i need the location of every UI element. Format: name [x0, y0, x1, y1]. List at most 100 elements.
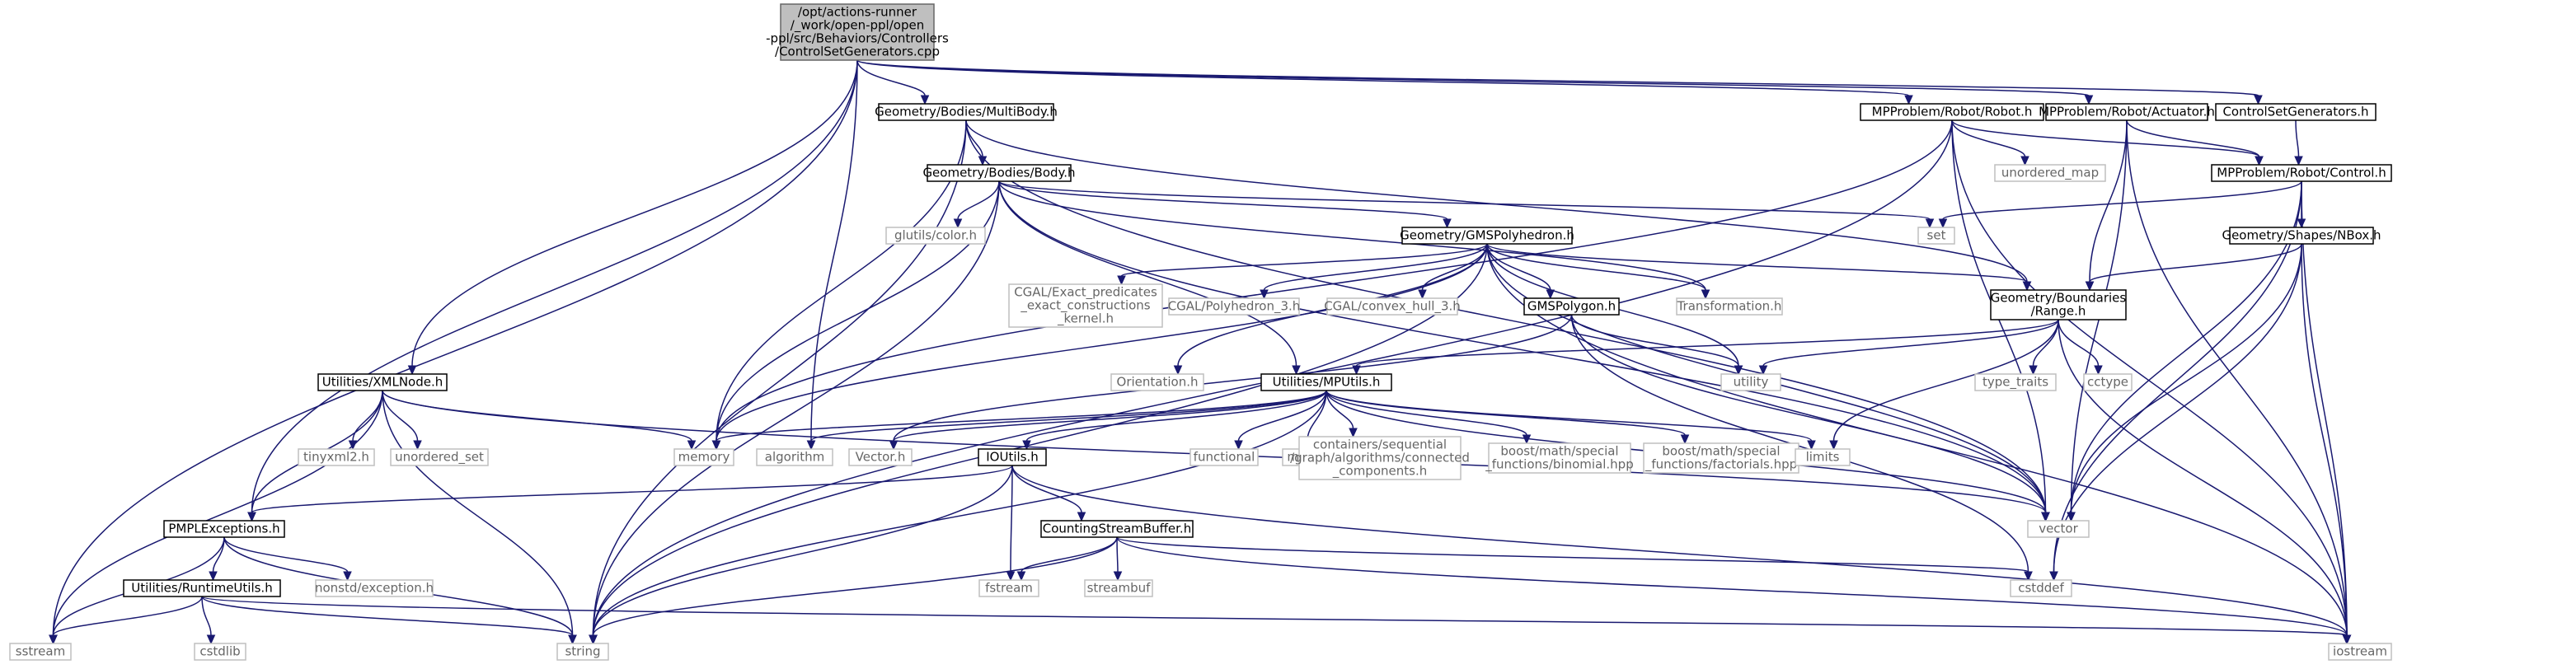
edge-line: [1326, 390, 1813, 442]
edge-line: [965, 119, 2028, 283]
node-label: _functions/factorials.hpp: [1645, 457, 1797, 473]
edge-arrowhead: [343, 571, 352, 582]
node-root[interactable]: /opt/actions-runner/_work/open-ppl/open-…: [766, 3, 949, 61]
node-label: Utilities/XMLNode.h: [322, 375, 443, 390]
edge-line: [1263, 243, 1488, 291]
node-actuator[interactable]: MPProblem/Robot/Actuator.h: [2039, 103, 2215, 121]
node-box: [1974, 373, 2057, 391]
edge-mputils-to-string: [589, 390, 1327, 645]
edge-arrowhead: [1680, 434, 1690, 445]
node-label: boost/math/special: [1662, 444, 1780, 459]
node-countingstreambuffer[interactable]: CountingStreamBuffer.h: [1040, 520, 1194, 538]
node-ioutils[interactable]: IOUtils.h: [978, 448, 1047, 466]
edge-arrowhead: [2041, 512, 2050, 522]
edge-line: [1486, 243, 1706, 291]
edge-root-to-sstream: [49, 59, 858, 645]
node-label: nonstd/exception.h: [315, 581, 434, 596]
edge-line: [856, 59, 926, 96]
node-robot[interactable]: MPProblem/Robot/Robot.h: [1860, 103, 2044, 121]
edge-line: [592, 390, 1327, 636]
edge-line: [1326, 390, 1686, 436]
edge-range-to-limits: [1829, 319, 2059, 451]
node-range[interactable]: Geometry/Boundaries/Range.h: [1990, 289, 2127, 320]
edge-line: [893, 390, 1327, 442]
node-label: memory: [678, 450, 730, 465]
node-box: [2215, 103, 2377, 121]
edge-range-to-utility: [1758, 319, 2059, 376]
edge-root-to-robot: [856, 59, 1913, 105]
edge-countingstreambuffer-to-iostream: [1116, 536, 2352, 645]
edge-line: [2295, 119, 2300, 157]
node-box: [9, 643, 72, 661]
node-box: [1643, 442, 1799, 474]
edge-line: [592, 243, 1488, 636]
edge-line: [1951, 119, 2026, 157]
node-body[interactable]: Geometry/Bodies/Body.h: [922, 164, 1076, 182]
edge-arrowhead: [1443, 218, 1452, 229]
edge-line: [1237, 390, 1327, 442]
node-glutils: glutils/color.h: [885, 227, 986, 245]
node-gmspolygon[interactable]: GMSPolygon.h: [1523, 297, 1620, 316]
edge-line: [998, 180, 1706, 291]
edge-line: [998, 180, 1448, 220]
edge-csgh-to-control: [2294, 119, 2303, 166]
node-pmplexceptions[interactable]: PMPLExceptions.h: [163, 520, 285, 538]
node-cgal_poly: CGAL/Polyhedron_3.h: [1168, 297, 1300, 316]
node-gmspolyhedron[interactable]: Geometry/GMSPolyhedron.h: [1400, 227, 1574, 245]
node-cgal_hull: CGAL/convex_hull_3.h: [1324, 297, 1461, 316]
edge-line: [382, 390, 574, 636]
edge-arrowhead: [49, 634, 58, 645]
node-box: [1110, 373, 1204, 391]
node-label: Transformation.h: [1677, 299, 1782, 314]
edge-arrowhead: [209, 571, 218, 582]
node-label: unordered_map: [2001, 166, 2099, 181]
node-cgal_exact: CGAL/Exact_predicates_exact_construction…: [1008, 283, 1163, 328]
node-runtimeutils[interactable]: Utilities/RuntimeUtils.h: [123, 579, 281, 597]
node-multibody[interactable]: Geometry/Bodies/MultiBody.h: [875, 103, 1058, 121]
edge-arrowhead: [2094, 365, 2103, 376]
edge-arrowhead: [687, 440, 697, 451]
edge-line: [810, 390, 1327, 442]
edge-actuator-to-control: [2126, 119, 2264, 166]
edge-line: [592, 180, 1000, 636]
edge-line: [1120, 243, 1488, 277]
node-box: [1084, 579, 1153, 597]
edge-gmspolygon-to-vectorh: [889, 314, 1573, 451]
node-csgh[interactable]: ControlSetGenerators.h: [2215, 103, 2377, 121]
edge-ioutils-to-pmplexceptions: [247, 465, 1013, 522]
edge-runtimeutils-to-sstream: [49, 596, 203, 645]
edge-mputils-to-memory: [711, 390, 1327, 451]
node-label: _components.h: [1332, 464, 1427, 480]
node-box: [1917, 227, 1955, 245]
node-mputils[interactable]: Utilities/MPUtils.h: [1260, 373, 1392, 391]
node-box: [780, 3, 935, 61]
edge-multibody-to-string: [589, 119, 967, 645]
node-set: set: [1917, 227, 1955, 245]
edge-ioutils-to-fstream: [1006, 465, 1016, 582]
node-label: set: [1927, 228, 1946, 243]
node-label: Geometry/Shapes/NBox.h: [2222, 228, 2381, 243]
node-label: streambuf: [1087, 581, 1152, 596]
edge-xmlnode-to-tinyxml2: [348, 390, 383, 451]
node-box: [1488, 442, 1631, 474]
node-xmlnode[interactable]: Utilities/XMLNode.h: [317, 373, 448, 391]
node-limits: limits: [1795, 448, 1851, 466]
edge-arrowhead: [2022, 281, 2032, 292]
node-box: [1326, 297, 1458, 316]
edge-line: [223, 536, 349, 573]
edge-arrowhead: [2294, 156, 2303, 166]
node-nbox[interactable]: Geometry/Shapes/NBox.h: [2222, 227, 2381, 245]
edge-robot-to-control: [1951, 119, 2264, 166]
node-control[interactable]: MPProblem/Robot/Control.h: [2211, 164, 2392, 182]
node-box: [2045, 103, 2208, 121]
edge-nbox-to-cstddef: [2049, 243, 2302, 582]
edge-line: [998, 180, 1297, 367]
node-box: [1168, 297, 1300, 316]
node-algorithm: algorithm: [756, 448, 833, 466]
node-label: glutils/color.h: [894, 228, 977, 243]
edge-line: [1570, 314, 1739, 367]
edge-line: [382, 390, 419, 442]
edge-line: [1486, 243, 2028, 283]
node-box: [194, 643, 246, 661]
node-box: [1008, 283, 1163, 328]
